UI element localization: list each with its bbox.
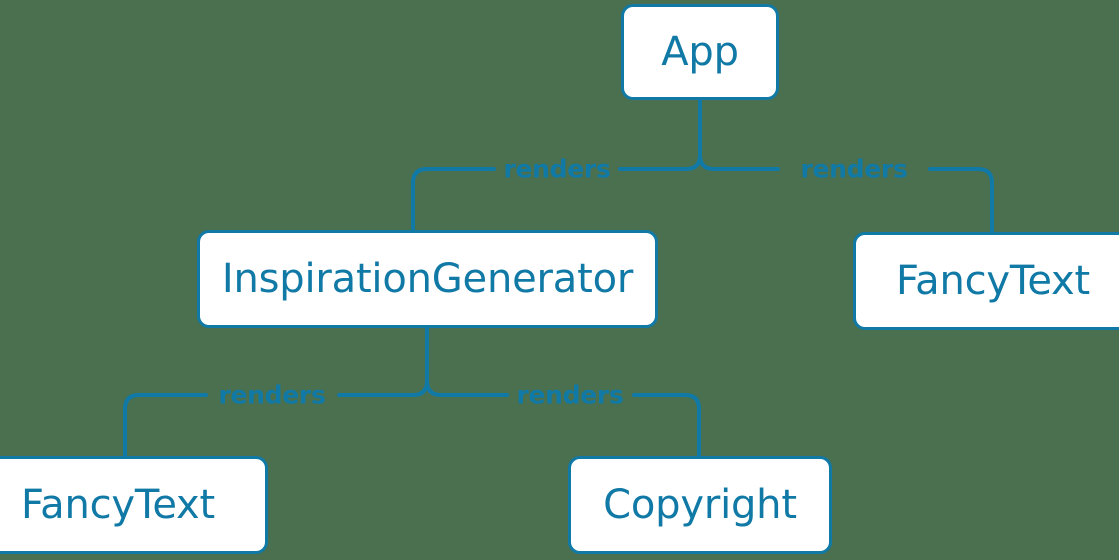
edge-app-stem [618,98,702,171]
node-fancytext-bottom-label: FancyText [21,482,215,528]
node-copyright-label: Copyright [603,482,797,528]
edge-inspiration-generator-stem-right [425,379,509,397]
edge-label-inspiration-generator-to-fancytext-bottom: renders [218,380,326,410]
node-app-label: App [661,29,739,75]
node-fancytext-right[interactable]: FancyText [853,232,1119,330]
edge-app-to-inspiration-generator [411,167,496,232]
edge-inspiration-generator-to-fancytext-bottom [123,393,208,458]
edge-label-app-to-fancytext-right: renders [800,154,908,184]
edge-app-to-fancytext-right [928,167,994,234]
node-inspiration-generator-label: InspirationGenerator [221,256,634,302]
edge-label-app-to-inspiration-generator: renders [503,154,611,184]
edge-inspiration-generator-stem [337,326,429,397]
node-app[interactable]: App [621,4,779,100]
edge-label-inspiration-generator-to-copyright: renders [516,380,624,410]
node-fancytext-right-label: FancyText [896,258,1090,304]
node-inspiration-generator[interactable]: InspirationGenerator [197,230,658,328]
edge-inspiration-generator-to-copyright [632,393,701,458]
edge-app-bus-right [698,153,780,171]
node-copyright[interactable]: Copyright [568,456,832,554]
node-fancytext-bottom[interactable]: FancyText [0,456,268,554]
